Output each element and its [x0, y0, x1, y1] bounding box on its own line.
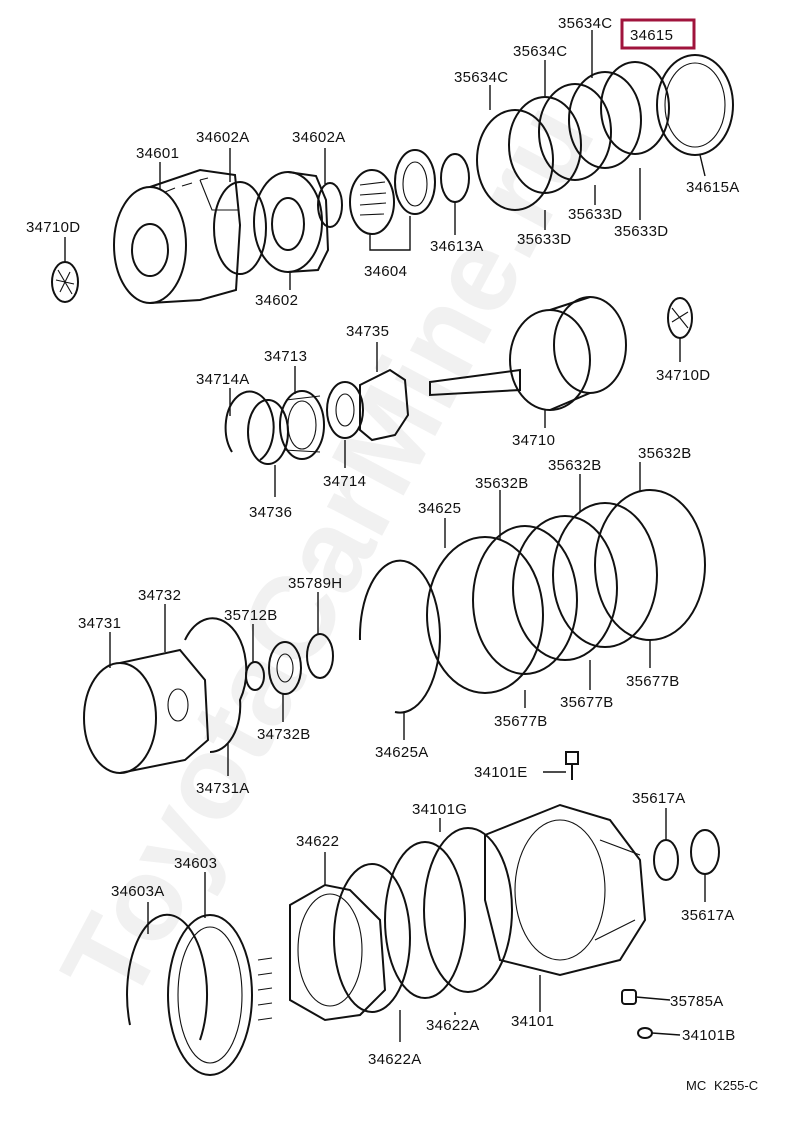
part-34710d-bearing-left[interactable]	[51, 261, 79, 303]
label-34732: 34732	[138, 587, 181, 604]
label-34710d-right: 34710D	[656, 367, 710, 384]
label-34714: 34714	[323, 473, 366, 490]
part-34603a-snap-ring[interactable]	[126, 913, 208, 1041]
label-34731a: 34731A	[196, 780, 250, 797]
part-34604-spring-set[interactable]	[349, 149, 436, 235]
label-35677b-c: 35677B	[626, 673, 680, 690]
label-35712b: 35712B	[224, 607, 278, 624]
part-35789h-race[interactable]	[306, 633, 334, 679]
label-35617a-bottom: 35617A	[681, 907, 735, 924]
label-34603a: 34603A	[111, 883, 165, 900]
label-34710d-left: 34710D	[26, 219, 80, 236]
label-34713: 34713	[264, 348, 307, 365]
part-34622a-oring-right[interactable]	[384, 841, 466, 999]
label-34101e: 34101E	[474, 764, 528, 781]
part-34601-clutch-drum[interactable]	[113, 168, 242, 304]
label-34602: 34602	[255, 292, 298, 309]
label-35632b-c: 35632B	[475, 475, 529, 492]
part-34625a-snap-ring[interactable]	[358, 559, 441, 714]
part-34622-brake-hub[interactable]	[289, 883, 387, 1022]
label-34602a-left: 34602A	[196, 129, 250, 146]
part-35617a-seal-right[interactable]	[690, 829, 720, 875]
label-34714a: 34714A	[196, 371, 250, 388]
part-34710d-bearing-right[interactable]	[667, 297, 693, 339]
leader-lines	[64, 30, 706, 1042]
part-34736-race[interactable]	[247, 399, 289, 465]
part-34731-sun-gear-drum[interactable]	[83, 648, 210, 774]
label-34601: 34601	[136, 145, 179, 162]
part-34710-hub-shaft[interactable]	[429, 296, 627, 411]
label-35617a-top: 35617A	[632, 790, 686, 807]
part-34713-one-way-clutch[interactable]	[279, 390, 325, 460]
label-34736: 34736	[249, 504, 292, 521]
label-34613a: 34613A	[430, 238, 484, 255]
part-34732b-bearing[interactable]	[268, 641, 302, 695]
label-35634c-top: 35634C	[558, 15, 612, 32]
part-clutch-plate-stack-lower[interactable]	[426, 489, 706, 694]
part-35712b-washer[interactable]	[245, 661, 265, 691]
label-34622: 34622	[296, 833, 339, 850]
label-35632b-a: 35632B	[548, 457, 602, 474]
part-34101e-bolt[interactable]	[565, 751, 579, 780]
label-34625a: 34625A	[375, 744, 429, 761]
label-34615a: 34615A	[686, 179, 740, 196]
footer-code: K255-C	[714, 1078, 758, 1093]
part-34101-case[interactable]	[484, 803, 647, 977]
label-34731: 34731	[78, 615, 121, 632]
part-34101g-oring[interactable]	[423, 827, 513, 993]
part-34714-bearing[interactable]	[326, 381, 364, 439]
label-34101: 34101	[511, 1013, 554, 1030]
label-35789h: 35789H	[288, 575, 342, 592]
label-35677b-a: 35677B	[494, 713, 548, 730]
label-34604: 34604	[364, 263, 407, 280]
label-35634c-low: 35634C	[454, 69, 508, 86]
label-34101b: 34101B	[682, 1027, 736, 1044]
footer-code-prefix: MC	[686, 1078, 706, 1093]
part-34615-flange[interactable]	[656, 54, 734, 156]
part-34714a-snap-ring[interactable]	[224, 390, 275, 461]
label-34615[interactable]: 34615	[630, 27, 673, 44]
label-35634c-mid: 35634C	[513, 43, 567, 60]
label-34735: 34735	[346, 323, 389, 340]
part-34101b-pin[interactable]	[637, 1027, 653, 1039]
label-35677b-b: 35677B	[560, 694, 614, 711]
part-35785a-plug[interactable]	[621, 989, 637, 1005]
part-clutch-plate-stack-upper[interactable]	[476, 61, 670, 211]
part-34602a-oring-right[interactable]	[317, 182, 343, 228]
part-labels: 35634C 34615 35634C 35634C 34615A 35633D…	[26, 15, 758, 1093]
label-34622a-right: 34622A	[426, 1017, 480, 1034]
label-34732b: 34732B	[257, 726, 311, 743]
watermark: ToyotaCarMine.ru	[36, 82, 619, 1022]
part-34731a-snap-ring[interactable]	[184, 617, 248, 754]
label-34603: 34603	[174, 855, 217, 872]
part-34602a-oring-left[interactable]	[213, 181, 267, 275]
label-34710: 34710	[512, 432, 555, 449]
part-34622a-oring-left[interactable]	[333, 863, 411, 1013]
label-35633d-a: 35633D	[568, 206, 622, 223]
label-35785a: 35785A	[670, 993, 724, 1010]
label-34622a-bottom: 34622A	[368, 1051, 422, 1068]
label-34101g: 34101G	[412, 801, 467, 818]
label-34625: 34625	[418, 500, 461, 517]
label-34602a-right: 34602A	[292, 129, 346, 146]
highlight-box-34615	[620, 18, 696, 50]
part-34735-retainer-plate[interactable]	[359, 368, 410, 442]
part-35617a-seal-left[interactable]	[653, 839, 679, 881]
label-35632b-b: 35632B	[638, 445, 692, 462]
part-34603-one-way-clutch[interactable]	[167, 914, 273, 1076]
label-35633d-b: 35633D	[517, 231, 571, 248]
label-35633d-c: 35633D	[614, 223, 668, 240]
